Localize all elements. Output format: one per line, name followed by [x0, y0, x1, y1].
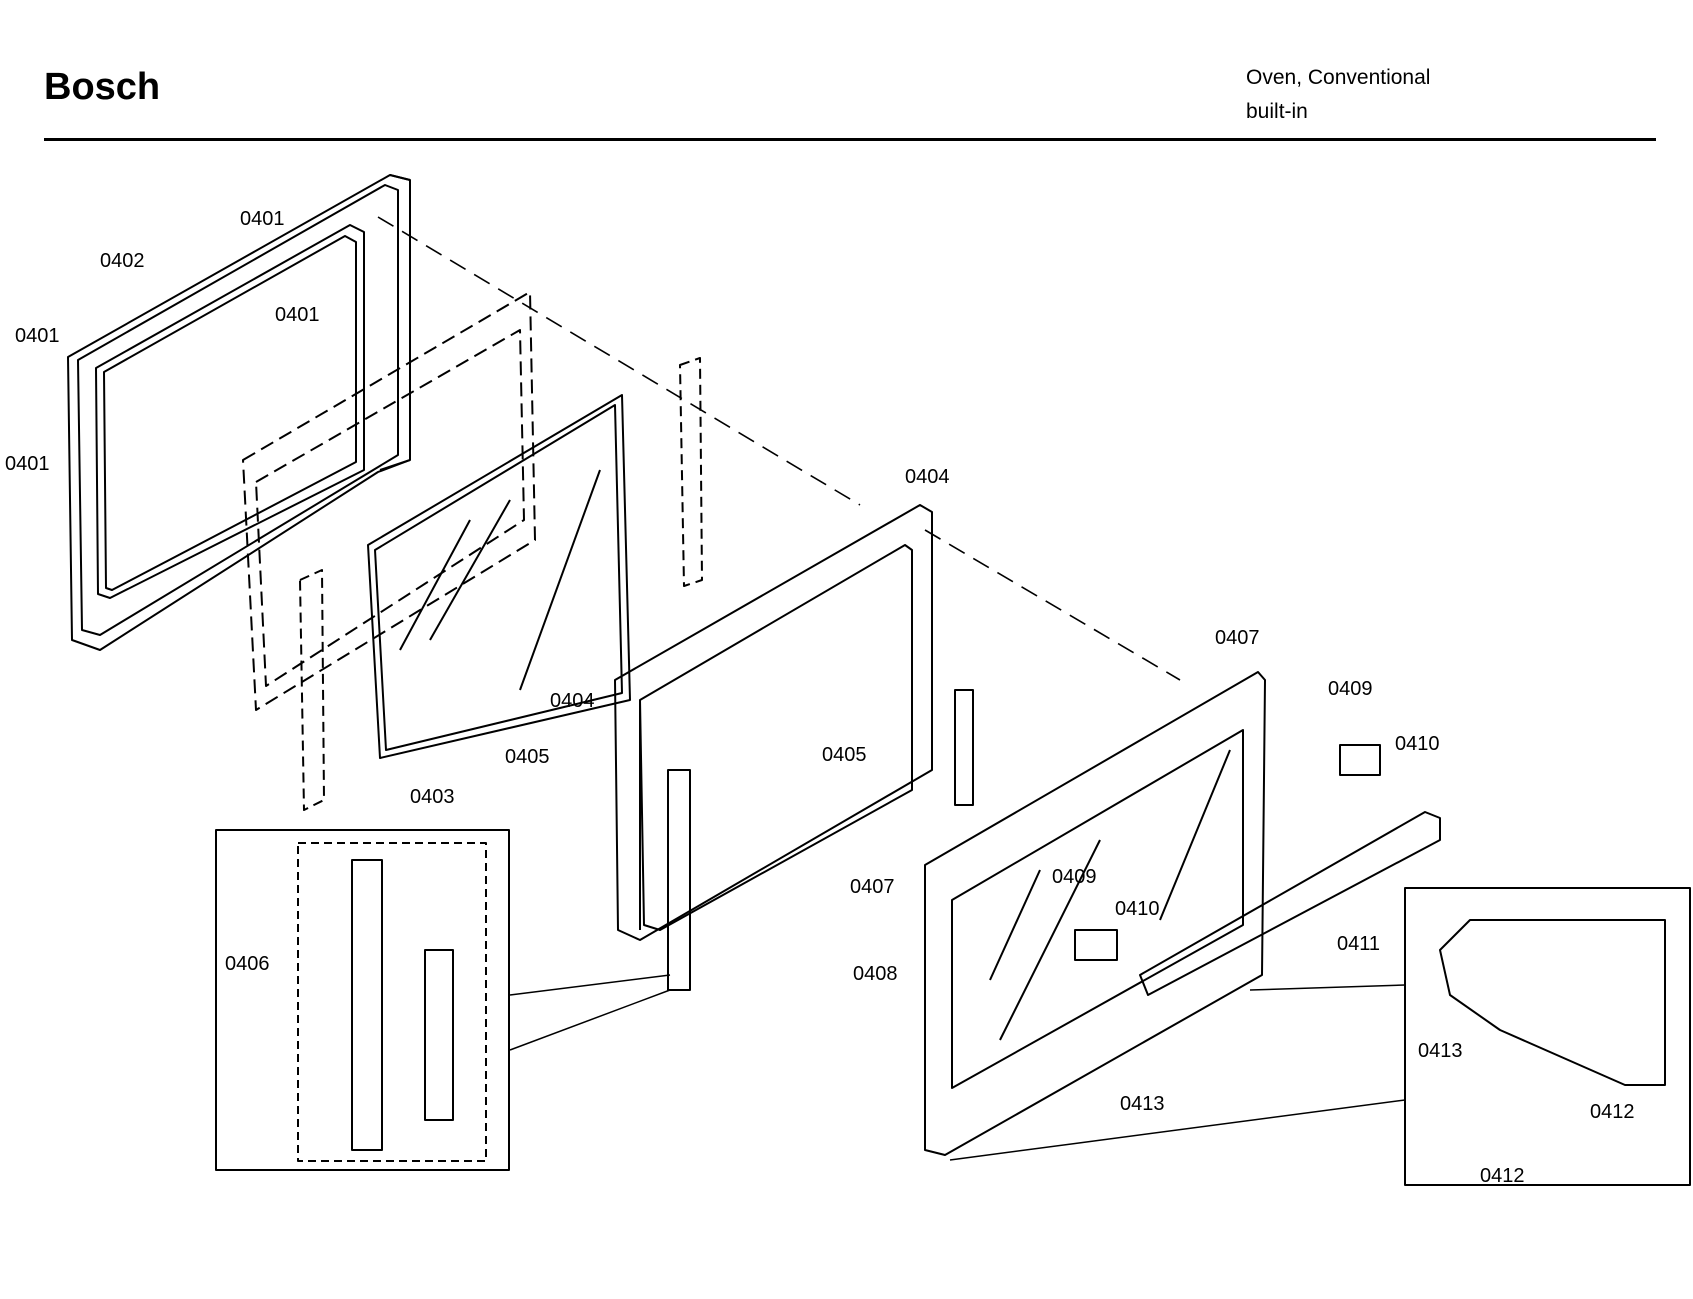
- callout-0403: 0403: [410, 786, 455, 808]
- callout-0401-left: 0401: [15, 325, 60, 347]
- leader-lines: [509, 974, 1406, 1161]
- callout-labels: 0401 0402 0401 0401 0401 0403 0404 0404 …: [5, 208, 1635, 1187]
- callout-0401-top: 0401: [240, 208, 285, 230]
- callout-0413-inset: 0413: [1418, 1040, 1463, 1062]
- product-subtype: built-in: [1246, 100, 1308, 123]
- callout-0410-right: 0410: [1395, 733, 1440, 755]
- callout-0412-bottom: 0412: [1480, 1165, 1525, 1187]
- intermediate-frame-outline: [242, 291, 536, 711]
- callout-0404-left: 0404: [550, 690, 595, 712]
- outer-door-frame: [67, 174, 411, 651]
- callout-0408: 0408: [853, 963, 898, 985]
- frame-hinge: [667, 689, 974, 991]
- callout-0401-inner: 0401: [275, 304, 320, 326]
- callout-0405-left: 0405: [505, 746, 550, 768]
- callout-0410-left: 0410: [1115, 898, 1160, 920]
- callout-0404-right: 0404: [905, 466, 950, 488]
- callout-0405-right: 0405: [822, 744, 867, 766]
- side-strips: [299, 357, 703, 811]
- callout-0409-right: 0409: [1328, 678, 1373, 700]
- product-type: Oven, Conventional: [1246, 66, 1431, 89]
- callout-0407-top: 0407: [1215, 627, 1260, 649]
- hinge-detail-inset: [215, 829, 510, 1171]
- middle-door-frame: [614, 504, 933, 941]
- door-handle: [1139, 811, 1441, 996]
- assembly-guide-lines: [377, 216, 1181, 681]
- callout-0409-left: 0409: [1052, 866, 1097, 888]
- callout-0402: 0402: [100, 250, 145, 272]
- brand-title: Bosch: [44, 66, 161, 108]
- hinge-blocks: [1074, 744, 1381, 961]
- callout-0413-panel: 0413: [1120, 1093, 1165, 1115]
- callout-0406: 0406: [225, 953, 270, 975]
- callout-0411: 0411: [1337, 933, 1380, 955]
- header-divider: [44, 138, 1656, 141]
- fastener-detail-inset: [1404, 887, 1691, 1186]
- callout-0407-bottom: 0407: [850, 876, 895, 898]
- inner-glass-pane: [367, 394, 631, 759]
- front-door-panel: [924, 671, 1266, 1156]
- callout-0401-lower: 0401: [5, 453, 50, 475]
- callout-0412-right: 0412: [1590, 1101, 1635, 1123]
